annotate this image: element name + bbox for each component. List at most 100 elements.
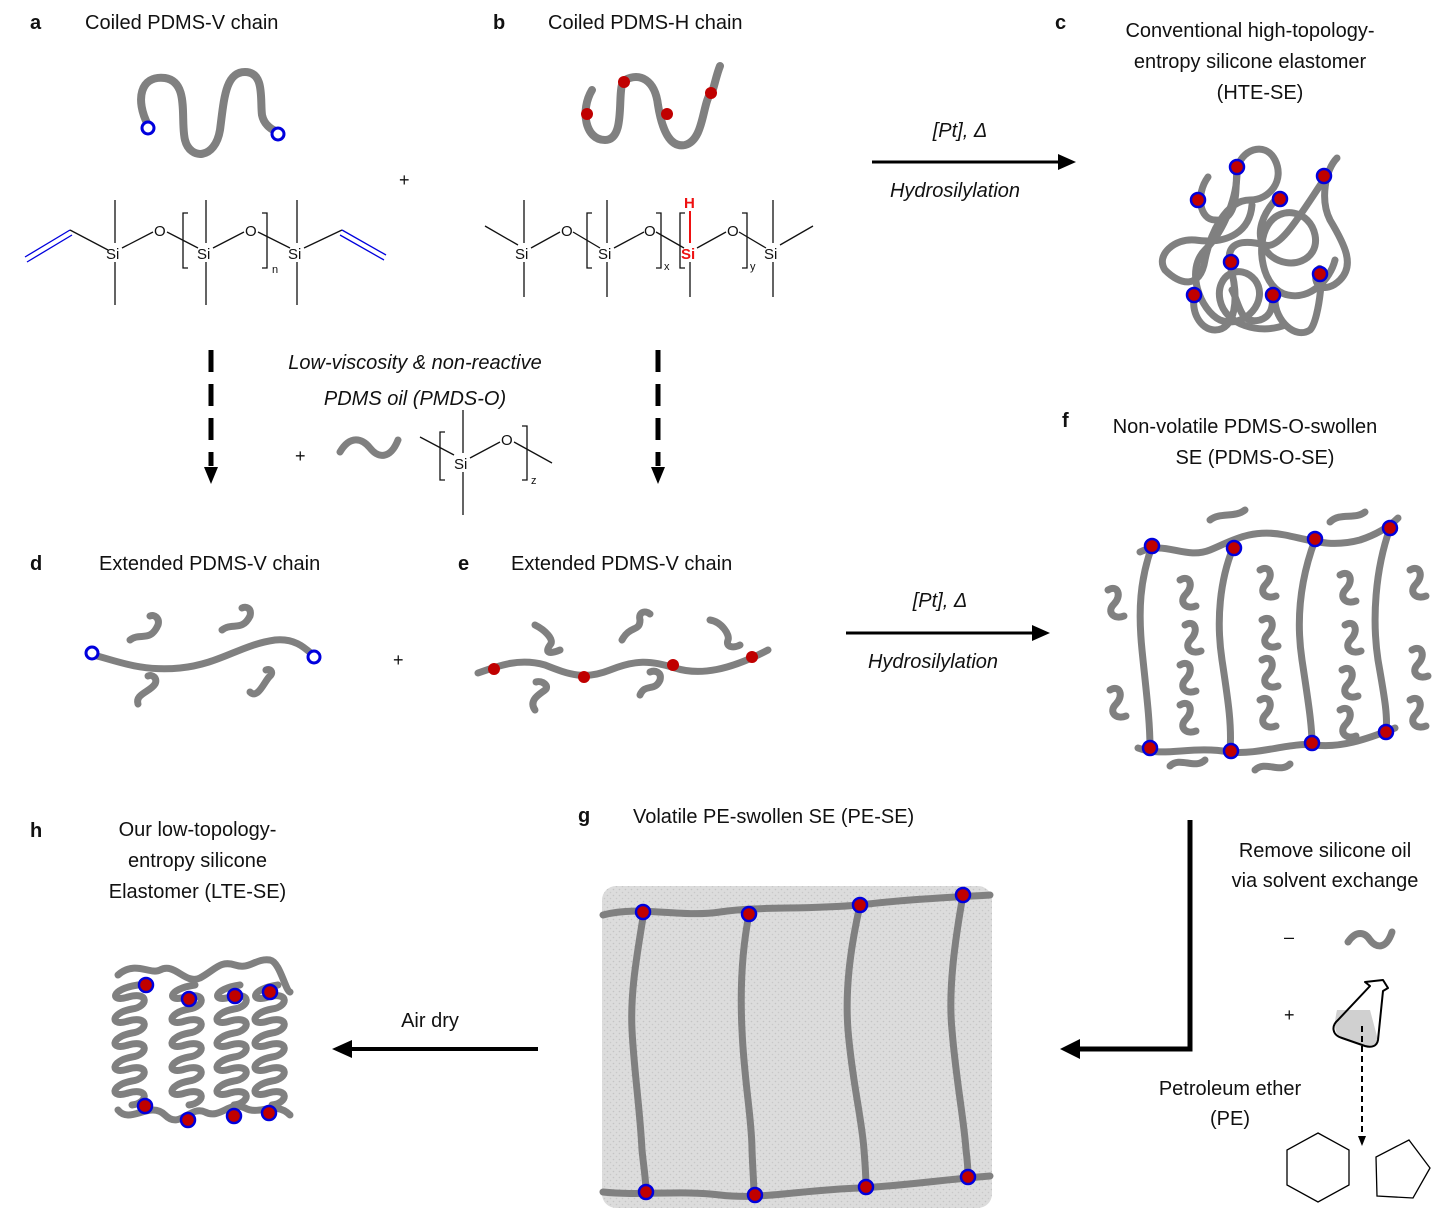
vinyl-end-marker (84, 645, 100, 661)
panel-f-title: Non-volatile PDMS-O-swollen SE (PDMS-O-S… (1095, 412, 1395, 474)
solvent-exchange-line: Remove silicone oil (1238, 840, 1412, 862)
oil-squiggle (1406, 565, 1430, 601)
atom-o: O (561, 223, 573, 240)
dashed-arrow-left (204, 350, 218, 484)
panel-letter-c: c (1055, 12, 1067, 34)
hexane-hexagon-icon (1286, 1132, 1350, 1203)
pdms-oil-squiggle-icon (336, 436, 402, 459)
atom-o: O (727, 223, 739, 240)
pdms-oil-atom-labels: Si O z (454, 432, 537, 487)
vinyl-end-marker (270, 126, 286, 142)
solvent-exchange-line: via solvent exchange (1231, 870, 1419, 892)
top-reaction-arrow (872, 154, 1076, 170)
oil-squiggle (1104, 585, 1128, 621)
oil-squiggle (1106, 685, 1130, 721)
pdms-oil-structure (419, 410, 553, 515)
panel-b-title: Coiled PDMS-H chain (548, 12, 743, 34)
oil-squiggle (1181, 620, 1205, 656)
atom-si: Si (197, 246, 210, 263)
crosslink-markers-g (634, 886, 977, 1204)
hydride-site-markers-e (488, 651, 758, 683)
pdms-h-atom-labels: Si O Si O x H Si O y Si (515, 195, 777, 273)
panel-h-title: Our low-topology- entropy silicone Elast… (95, 815, 300, 908)
pdms-h-structure (484, 200, 814, 297)
hydride-site-marker (618, 76, 630, 88)
oil-squiggle (1406, 695, 1430, 731)
pentane-pentagon-icon (1375, 1139, 1431, 1199)
panel-letter-a: a (30, 12, 42, 34)
panel-c-title-line: entropy silicone elastomer (1133, 51, 1367, 73)
coiled-pdms-v-chain (137, 67, 282, 158)
crosslink-markers-f (1141, 519, 1399, 760)
oil-squiggle (1258, 615, 1282, 651)
atom-o: O (501, 432, 513, 449)
lte-chain-segment (213, 981, 250, 1109)
oil-squiggle (1341, 620, 1365, 656)
panel-f-title-line: Non-volatile PDMS-O-swollen (1112, 416, 1378, 438)
plus-sign-ab: + (399, 170, 410, 190)
flask-icon (1332, 979, 1389, 1048)
panel-letter-e: e (458, 553, 470, 575)
panel-e-title: Extended PDMS-V chain (511, 553, 733, 575)
panel-g-title: Volatile PE-swollen SE (PE-SE) (633, 806, 915, 828)
atom-o: O (245, 223, 257, 240)
atom-h-hydride: H (684, 195, 695, 212)
plus-sign-de: + (393, 650, 404, 670)
dashed-arrow-right (651, 350, 665, 484)
oil-squiggle (1176, 700, 1200, 736)
extended-pdms-v-chain (89, 603, 317, 708)
atom-si: Si (106, 246, 119, 263)
panel-d-title: Extended PDMS-V chain (99, 553, 321, 575)
pe-se-network (599, 891, 994, 1200)
plus-sign-oil: + (295, 446, 306, 466)
lte-chain-segment (111, 981, 148, 1109)
oil-squiggle (1258, 655, 1282, 691)
middle-reaction-label: Hydrosilylation (867, 651, 999, 673)
panel-h-title-line: Elastomer (LTE-SE) (108, 881, 287, 903)
oil-squiggle (1408, 645, 1432, 681)
panel-letter-h: h (30, 820, 43, 842)
top-reaction-label: Hydrosilylation (889, 180, 1021, 202)
atom-si: Si (454, 456, 467, 473)
crosslink-markers-h (136, 976, 279, 1129)
panel-a-title: Coiled PDMS-V chain (85, 12, 279, 34)
oil-squiggle (1336, 570, 1360, 606)
pdms-oil-line: PDMS oil (PMDS-O) (323, 388, 507, 410)
oil-squiggle (1176, 575, 1200, 611)
oil-squiggle (1256, 565, 1280, 601)
middle-catalyst-label: [Pt], Δ (912, 590, 968, 612)
extended-pdms-h-chain (474, 608, 772, 714)
hydride-site-marker (581, 108, 593, 120)
oil-squiggle (1338, 665, 1362, 701)
panel-c-title-line: (HTE-SE) (1216, 82, 1304, 104)
top-catalyst-label: [Pt], Δ (932, 120, 988, 142)
petroleum-ether-label: Petroleum ether (PE) (1145, 1074, 1315, 1134)
dashed-arrow-flask (1358, 1026, 1366, 1146)
oil-squiggles-f (1104, 565, 1432, 741)
atom-si: Si (764, 246, 777, 263)
subscript-z: z (531, 475, 537, 487)
lte-se-network (111, 956, 294, 1124)
panel-c-title: Conventional high-topology- entropy sili… (1095, 16, 1405, 109)
atom-si: Si (598, 246, 611, 263)
hydride-site-marker (661, 108, 673, 120)
oil-squiggle-icon (1344, 928, 1396, 950)
petroleum-ether-line: Petroleum ether (1158, 1078, 1302, 1100)
crosslink-markers-c (1185, 158, 1333, 304)
coiled-pdms-h-chain (581, 62, 724, 150)
subscript-n: n (272, 264, 278, 276)
air-dry-arrow (332, 1040, 538, 1058)
hydride-site-marker (705, 87, 717, 99)
lte-chain-segment (114, 956, 294, 996)
oil-squiggle (1176, 660, 1200, 696)
atom-si-hydride: Si (681, 246, 695, 263)
pe-swollen-gel-background (602, 886, 992, 1208)
vinyl-end-marker (306, 649, 322, 665)
minus-sign: – (1284, 927, 1295, 947)
oil-squiggle (1256, 695, 1280, 731)
plus-sign-pe: + (1284, 1005, 1295, 1025)
atom-si: Si (515, 246, 528, 263)
vinyl-end-marker (140, 120, 156, 136)
pdms-o-se-network (1134, 506, 1402, 774)
pdms-v-atom-labels: Si O Si O n Si (106, 223, 301, 276)
